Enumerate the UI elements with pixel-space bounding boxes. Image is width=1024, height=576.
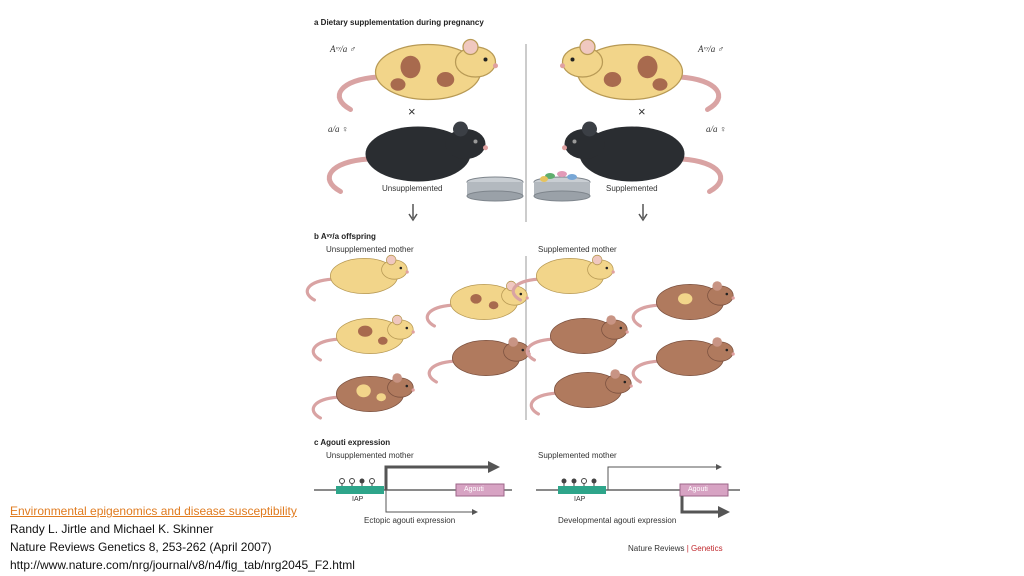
- parent-male-left-mouse: [339, 40, 498, 110]
- panel-b-right-label: Supplemented mother: [538, 245, 617, 254]
- panel-c-right-label: Supplemented mother: [538, 451, 617, 460]
- right-female-genotype: a/a ♀: [706, 124, 727, 134]
- source-link[interactable]: Environmental epigenomics and disease su…: [10, 504, 297, 518]
- offspring-left-3: [311, 313, 417, 362]
- cross-symbol-left: ×: [408, 104, 416, 119]
- caption-journal: Nature Reviews Genetics 8, 253-262 (Apri…: [10, 540, 272, 554]
- parent-female-left-mouse: [329, 122, 488, 192]
- iap-label-left: IAP: [352, 496, 364, 503]
- supplemented-label: Supplemented: [606, 184, 658, 193]
- offspring-right-5: [529, 367, 635, 416]
- right-male-genotype: Aᵛʸ/a ♂: [698, 44, 725, 54]
- down-arrow-left: [408, 204, 418, 222]
- panel-a-title: a Dietary supplementation during pregnan…: [314, 18, 484, 27]
- offspring-right-2: [631, 279, 737, 328]
- caption-link-line: Environmental epigenomics and disease su…: [10, 504, 297, 518]
- panel-c-title: c Agouti expression: [314, 438, 391, 447]
- offspring-right-3: [525, 313, 631, 362]
- offspring-left-4: [427, 335, 533, 384]
- down-arrow-right: [638, 204, 648, 222]
- left-female-genotype: a/a ♀: [328, 124, 349, 134]
- credit-divider: |: [686, 544, 689, 553]
- offspring-right-4: [631, 335, 737, 384]
- unsupplemented-label: Unsupplemented: [382, 184, 443, 193]
- caption-authors: Randy L. Jirtle and Michael K. Skinner: [10, 522, 214, 536]
- agouti-label-left: Agouti: [464, 486, 484, 493]
- gene-diagram-right: [536, 464, 740, 518]
- unsupplemented-dish: [466, 176, 524, 202]
- ectopic-expression-label: Ectopic agouti expression: [364, 516, 456, 525]
- agouti-label-right: Agouti: [688, 486, 708, 493]
- figure: a Dietary supplementation during pregnan…: [300, 0, 760, 560]
- figure-graphics: [305, 0, 740, 518]
- cross-symbol-right: ×: [638, 104, 646, 119]
- left-male-genotype: Aᵛʸ/a ♂: [330, 44, 357, 54]
- caption-url: http://www.nature.com/nrg/journal/v8/n4/…: [10, 558, 355, 572]
- panel-b-left-label: Unsupplemented mother: [326, 245, 414, 254]
- offspring-left-1: [305, 253, 411, 302]
- gene-diagram-left: [314, 461, 512, 515]
- offspring-left-2: [425, 279, 531, 328]
- credit-prefix: Nature Reviews: [628, 544, 685, 553]
- offspring-right-1: [511, 253, 617, 302]
- credit-suffix: Genetics: [691, 544, 723, 553]
- developmental-expression-label: Developmental agouti expression: [558, 516, 677, 525]
- supplemented-dish: [533, 171, 591, 202]
- panel-b-title: b Aᵛʸ/a offspring: [314, 232, 376, 241]
- parent-male-right-mouse: [560, 40, 719, 110]
- offspring-left-5: [311, 371, 417, 420]
- panel-c-left-label: Unsupplemented mother: [326, 451, 414, 460]
- figure-credit: Nature Reviews | Genetics: [628, 544, 723, 553]
- iap-label-right: IAP: [574, 496, 586, 503]
